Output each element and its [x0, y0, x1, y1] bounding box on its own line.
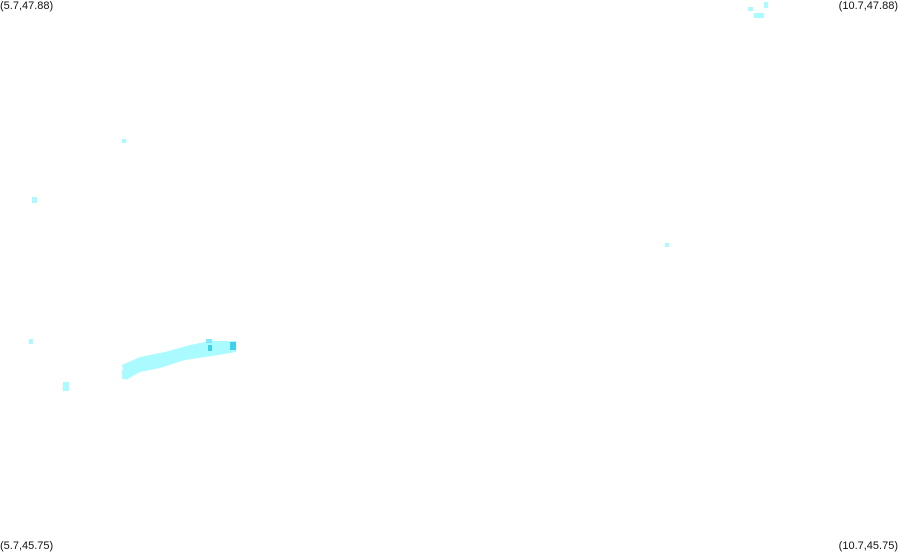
- corner-label-top-right: (10.7,47.88): [838, 0, 898, 12]
- corner-label-bottom-left: (5.7,45.75): [0, 540, 54, 552]
- patch-lake-band: [122, 341, 236, 380]
- patch-north-west: [122, 139, 126, 143]
- patch-west-2: [29, 339, 33, 344]
- cyan-patches: [29, 2, 768, 391]
- corner-label-bottom-right: (10.7,45.75): [838, 540, 898, 552]
- patch-south-west: [63, 382, 69, 391]
- patch-lake-band-tail: [122, 370, 127, 379]
- corner-label-top-left: (5.7,47.88): [0, 0, 54, 12]
- patch-west-1: [32, 197, 37, 203]
- patch-lake-band-dark-2: [230, 342, 236, 350]
- patch-lake-band-dark-1: [208, 345, 212, 351]
- patch-north-east-3: [764, 2, 768, 8]
- patch-lake-band-mid: [206, 339, 212, 343]
- patch-east: [665, 243, 669, 247]
- patch-north-east-2: [754, 13, 764, 18]
- patch-north-east-1: [748, 7, 753, 11]
